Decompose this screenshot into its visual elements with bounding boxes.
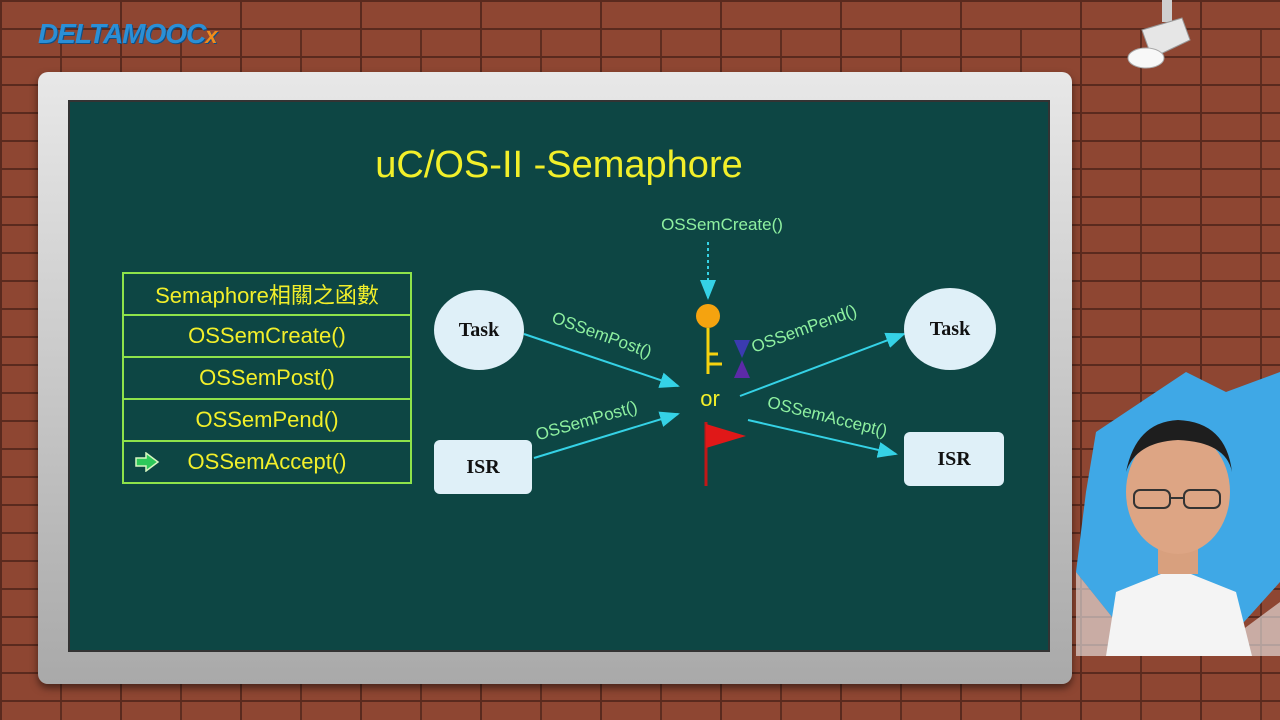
accept-label: OSSemAccept() xyxy=(765,393,889,441)
slide-board: uC/OS-II -Semaphore Semaphore相關之函數 OSSem… xyxy=(68,100,1050,652)
hourglass-icon xyxy=(734,340,750,378)
post-label-isr: OSSemPost() xyxy=(533,397,639,444)
function-row-create: OSSemCreate() xyxy=(124,316,410,358)
function-table-header: Semaphore相關之函數 xyxy=(124,274,410,316)
flag-icon xyxy=(704,422,746,486)
post-label-task: OSSemPost() xyxy=(549,308,654,362)
function-row-accept: OSSemAccept() xyxy=(124,442,410,482)
current-arrow-icon xyxy=(135,452,160,472)
create-label: OSSemCreate() xyxy=(661,215,783,234)
speaker-video-overlay xyxy=(1076,372,1280,656)
function-row-post: OSSemPost() xyxy=(124,358,410,400)
or-label: or xyxy=(700,386,720,411)
function-row-pend: OSSemPend() xyxy=(124,400,410,442)
key-icon xyxy=(696,304,722,374)
left-isr-node: ISR xyxy=(434,440,532,494)
right-task-node: Task xyxy=(904,288,996,370)
left-task-node: Task xyxy=(434,290,524,370)
semaphore-diagram: OSSemCreate() OSSemPost() OSSemPost() OS… xyxy=(523,215,906,486)
lamp-icon xyxy=(1127,0,1191,69)
pend-label: OSSemPend() xyxy=(749,301,859,357)
function-table: Semaphore相關之函數 OSSemCreate() OSSemPost()… xyxy=(122,272,412,484)
arrow-sem-to-isr xyxy=(747,419,898,458)
arrow-task-to-sem xyxy=(523,333,680,388)
slide-title: uC/OS-II -Semaphore xyxy=(375,144,743,186)
right-isr-node: ISR xyxy=(904,432,1004,486)
arrow-sem-to-task xyxy=(739,332,906,397)
arrow-isr-to-sem xyxy=(533,411,680,459)
deltamooc-logo: DELTAMOOCx xyxy=(38,18,218,49)
